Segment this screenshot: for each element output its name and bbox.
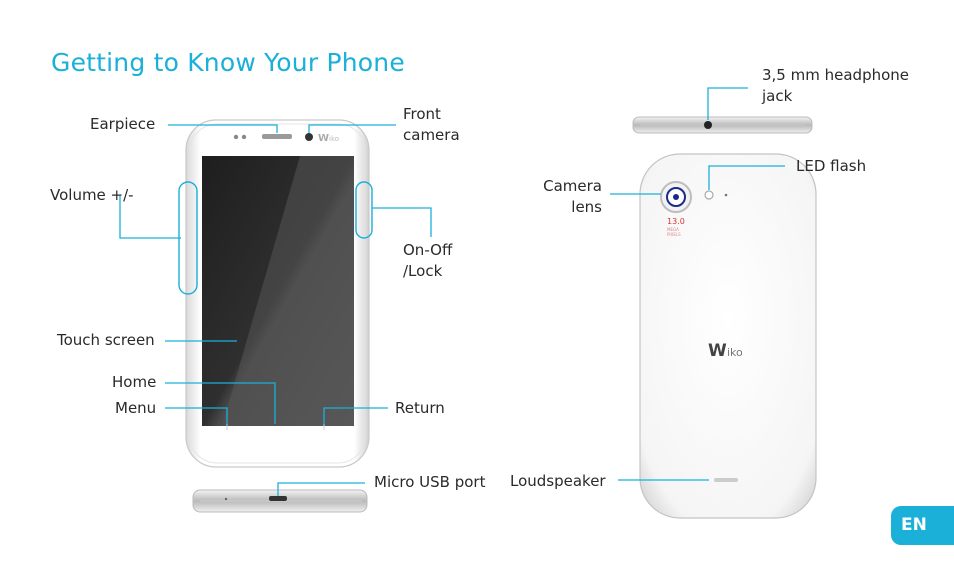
label-return: Return <box>395 399 445 417</box>
label-loudspeaker: Loudspeaker <box>510 472 606 490</box>
loudspeaker-grille <box>714 478 738 482</box>
headphone-jack <box>704 121 712 129</box>
label-headphone-jack: 3,5 mm headphone jack <box>762 66 910 105</box>
megapixel-text: 13.0 <box>667 217 685 226</box>
language-badge: EN <box>891 506 954 545</box>
phone-top-edge-illustration <box>632 116 813 134</box>
front-logo: W <box>318 133 329 144</box>
micro-usb-port <box>269 496 287 501</box>
label-earpiece: Earpiece <box>90 115 156 133</box>
power-button-outline <box>355 181 373 239</box>
front-camera <box>305 133 313 141</box>
phone-front-illustration: W iko <box>178 119 373 468</box>
page-title: Getting to Know Your Phone <box>51 48 405 77</box>
label-led-flash: LED flash <box>796 157 867 175</box>
svg-text:PIXELS: PIXELS <box>667 232 681 237</box>
svg-text:iko: iko <box>329 135 339 143</box>
label-home: Home <box>112 373 157 391</box>
phone-back-illustration: 13.0 MEGA PIXELS W iko <box>639 153 817 519</box>
phone-bottom-edge-illustration <box>192 489 368 513</box>
label-touch-screen: Touch screen <box>57 331 155 349</box>
svg-text:MEGA: MEGA <box>667 227 679 232</box>
earpiece-grille <box>262 134 292 139</box>
svg-text:iko: iko <box>727 346 743 359</box>
label-on-off-lock: On-Off /Lock <box>403 241 453 280</box>
label-micro-usb-port: Micro USB port <box>374 473 486 491</box>
label-camera-lens: Camera lens <box>543 177 602 216</box>
label-front-camera: Front camera <box>403 105 460 144</box>
label-menu: Menu <box>115 399 157 417</box>
back-logo: W <box>708 341 727 361</box>
label-volume: Volume +/- <box>50 186 134 204</box>
led-flash <box>704 190 714 200</box>
leader-lines <box>119 87 785 496</box>
